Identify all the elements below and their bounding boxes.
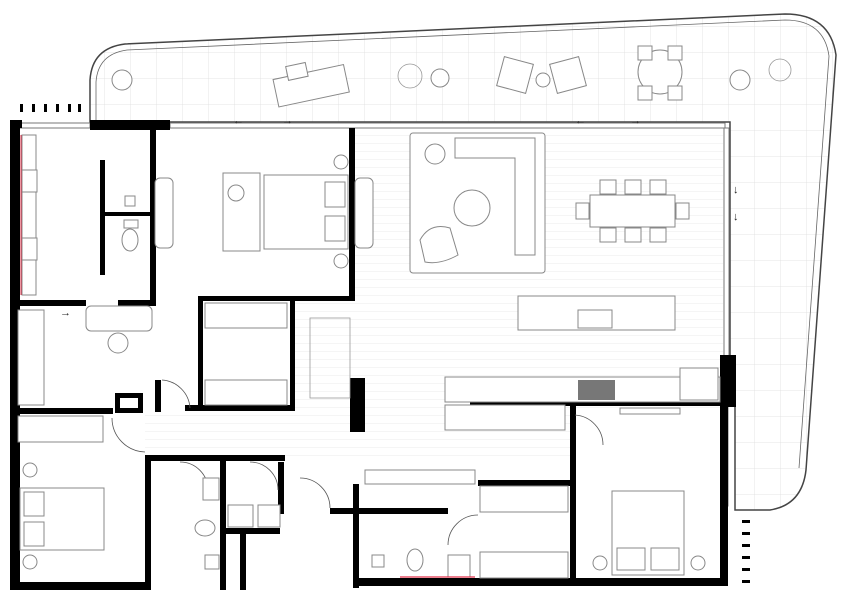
- bollard-row: [20, 104, 750, 583]
- basin-icon: [21, 169, 38, 193]
- bedside-lamp-icon: [22, 554, 38, 570]
- bathroom: [194, 477, 281, 570]
- side-table-icon: [535, 72, 551, 88]
- slide-left-icon: ←: [233, 115, 244, 127]
- stool-icon: [107, 332, 129, 354]
- toilet-icon: [194, 519, 216, 537]
- outdoor-dining-set-icon: [637, 45, 683, 101]
- tap-icon: [204, 554, 220, 570]
- slide-down-icon: ↓: [733, 211, 739, 223]
- wardrobe: [17, 309, 45, 406]
- basin-icon: [447, 554, 471, 578]
- sink-icon: [577, 309, 613, 329]
- wardrobe: [479, 551, 569, 579]
- powder-room: [371, 548, 475, 578]
- dining-table-icon: [589, 194, 676, 228]
- plant-icon: [768, 58, 792, 82]
- sun-lounger-icon: [272, 61, 350, 108]
- wardrobe: [479, 485, 569, 513]
- wardrobe: [17, 415, 104, 443]
- shower-icon: [227, 504, 254, 528]
- entry-stair: [309, 317, 351, 399]
- plant-icon: [397, 63, 423, 89]
- vanity-icon: [257, 504, 281, 528]
- bedroom-3: [592, 407, 706, 576]
- bedside-lamp-icon: [333, 154, 349, 170]
- door-swing[interactable]: [111, 417, 146, 453]
- slide-right-icon: →: [630, 115, 641, 127]
- joinery: [444, 404, 566, 431]
- planter-icon: [729, 69, 751, 91]
- terrace: [89, 13, 837, 511]
- slide-left-icon: ←: [575, 115, 586, 127]
- bedside-lamp-icon: [22, 462, 38, 478]
- slide-down-icon: ↓: [733, 184, 739, 196]
- ensuite: [20, 134, 139, 296]
- tv-unit: [619, 407, 681, 415]
- tap-icon: [371, 554, 385, 568]
- wardrobe: [21, 134, 37, 296]
- side-table-icon: [424, 143, 446, 165]
- slide-right-icon: →: [60, 307, 71, 319]
- bedside-lamp-icon: [690, 555, 706, 571]
- armchair-icon: [222, 172, 261, 252]
- door-swing[interactable]: [574, 414, 604, 446]
- kitchen-bench: [17, 302, 721, 579]
- entry-floor: [295, 300, 355, 410]
- cooktop-icon: [578, 380, 615, 400]
- coffee-table-icon: [453, 189, 491, 227]
- side-table-icon: [227, 184, 245, 202]
- dining-chairs: [575, 179, 690, 243]
- joinery: [364, 469, 476, 485]
- toilet-icon: [121, 228, 139, 252]
- door-swing[interactable]: [161, 379, 191, 409]
- outdoor-chair-icon: [496, 56, 534, 94]
- basin-icon: [21, 237, 38, 261]
- doors[interactable]: [111, 379, 604, 546]
- bedside-lamp-icon: [333, 253, 349, 269]
- walls: [10, 120, 736, 590]
- tv-unit: [154, 177, 174, 249]
- living-dining: [309, 132, 690, 399]
- planter-icon: [430, 68, 450, 88]
- fridge: [679, 367, 719, 401]
- bedroom-1: [154, 154, 374, 269]
- terrace-furniture: [20, 45, 792, 583]
- armchair-icon: [419, 226, 459, 264]
- slide-arrows: ← → ← → → ↓ ↓: [60, 115, 739, 319]
- bench-seat: [85, 305, 153, 332]
- slide-right-icon: →: [282, 115, 293, 127]
- bedside-lamp-icon: [592, 555, 608, 571]
- door-swing[interactable]: [299, 477, 331, 509]
- bedroom-2: [19, 462, 105, 570]
- outdoor-chair-icon: [549, 56, 587, 94]
- toilet-icon: [406, 548, 424, 572]
- wardrobe: [204, 379, 288, 406]
- door-swing[interactable]: [249, 461, 279, 491]
- wardrobe: [204, 302, 288, 329]
- tv-unit: [354, 177, 374, 249]
- terrace-balustrade: [89, 13, 837, 511]
- planter-icon: [111, 69, 133, 91]
- door-swing[interactable]: [447, 514, 479, 546]
- basin-icon: [202, 477, 220, 501]
- sofa-icon: [454, 137, 536, 256]
- tap-icon: [124, 195, 136, 207]
